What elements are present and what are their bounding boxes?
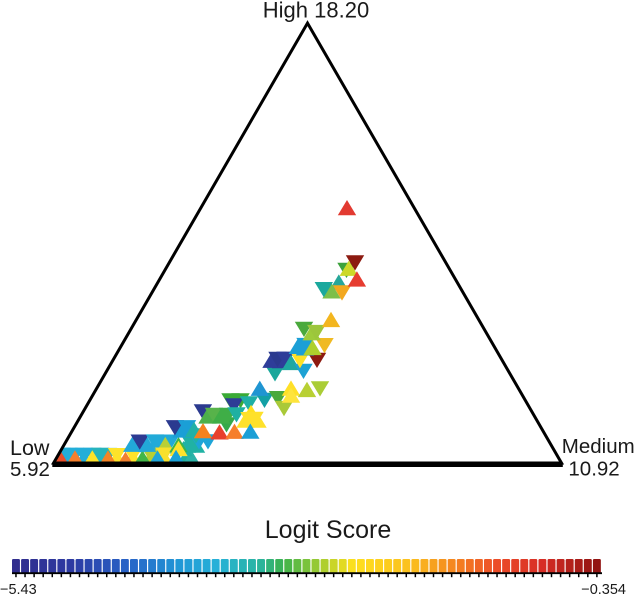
svg-text:Medium: Medium [562,435,635,458]
svg-text:−0.354: −0.354 [581,582,626,598]
svg-text:5.92: 5.92 [10,458,50,481]
svg-text:10.92: 10.92 [568,458,619,481]
svg-text:−5.43: −5.43 [0,582,37,598]
svg-text:Logit Score: Logit Score [265,516,391,544]
svg-text:High 18.20: High 18.20 [263,0,369,22]
svg-text:Low: Low [10,436,50,460]
